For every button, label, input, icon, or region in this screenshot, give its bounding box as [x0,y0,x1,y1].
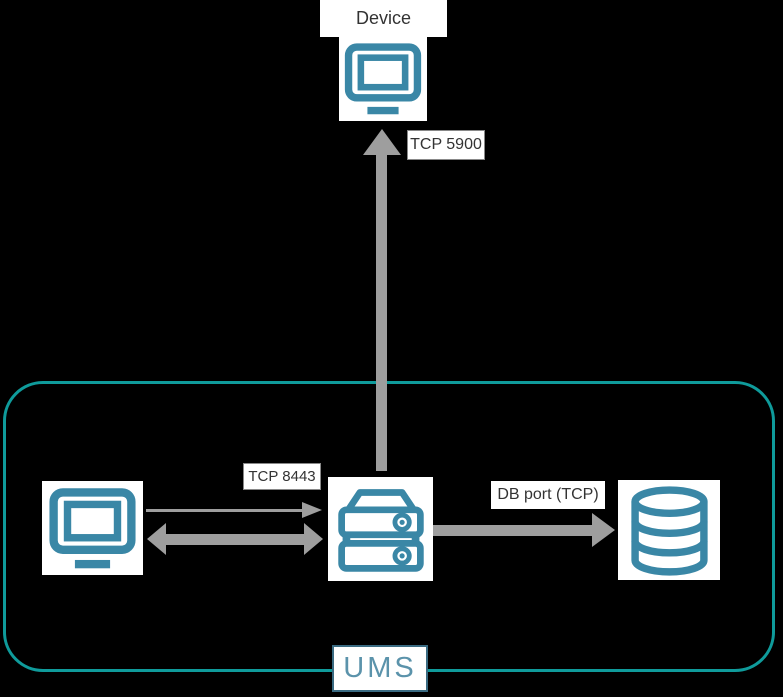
arrow-server-to-device-shaft [376,154,387,471]
device-node [339,37,427,121]
arrow-up-icon [363,129,401,155]
connection-label-tcp-5900: TCP 5900 [407,130,485,160]
arrow-right-icon [592,513,615,547]
arrow-server-to-database-shaft [433,525,593,536]
arrow-bidirectional-shaft [165,534,305,545]
ums-container-label: UMS [332,645,428,692]
database-icon [623,484,716,577]
admin-console-node [42,481,143,575]
monitor-icon [342,40,424,118]
ums-server-node [328,477,433,581]
device-node-label: Device [320,0,447,37]
arrow-left-icon [147,523,166,555]
arrow-right-icon [302,502,322,518]
arrow-right-icon [304,523,323,555]
server-icon [333,481,429,577]
arrow-console-to-server-shaft [146,509,304,512]
connection-label-tcp-8443: TCP 8443 [243,463,321,490]
monitor-icon [46,485,139,572]
database-node [618,480,720,580]
connection-label-db-port: DB port (TCP) [491,481,605,509]
